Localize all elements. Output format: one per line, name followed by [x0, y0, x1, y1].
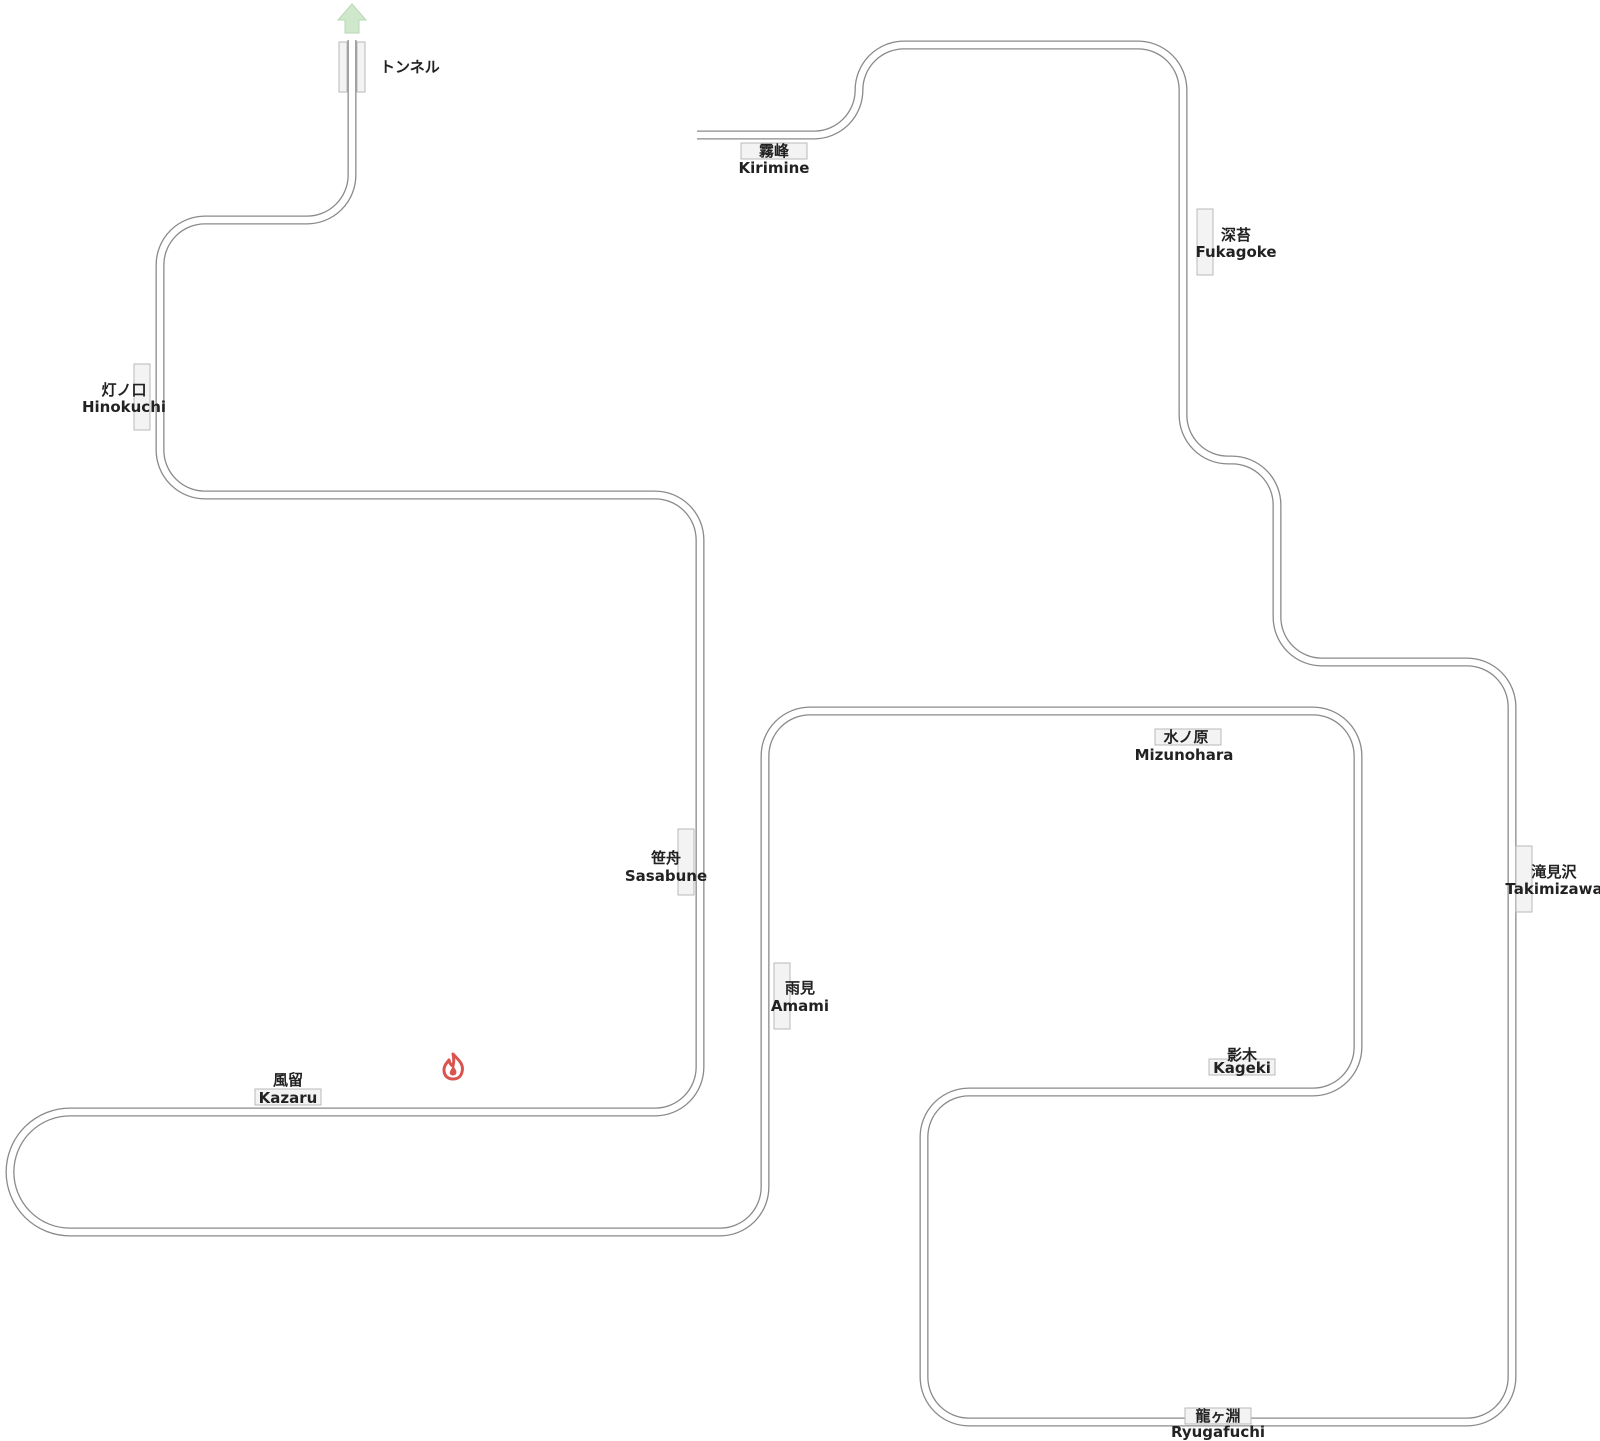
station-name-en: Fukagoke: [1195, 243, 1276, 261]
fire-icon: [442, 1052, 464, 1081]
station-fukagoke[interactable]: 深苔 Fukagoke: [1195, 208, 1277, 276]
station-sasabune[interactable]: 笹舟 Sasabune: [625, 828, 707, 896]
station-ryugafuchi[interactable]: 龍ヶ淵 Ryugafuchi: [1171, 1407, 1265, 1441]
station-name-en: Sasabune: [625, 867, 707, 885]
platform: [1515, 845, 1533, 913]
main-track: [5, 40, 1517, 1427]
station-hinokuchi[interactable]: 灯ノ口 Hinokuchi: [82, 363, 166, 431]
station-name-en: Kirimine: [739, 159, 810, 177]
station-name-jp: 霧峰: [759, 142, 790, 160]
tunnel-portal-left: [338, 41, 348, 93]
platform: [677, 828, 695, 896]
station-name-jp: 風留: [273, 1071, 303, 1089]
station-name-en: Kageki: [1213, 1059, 1271, 1077]
platform: [254, 1088, 322, 1106]
station-name-jp: 水ノ原: [1163, 728, 1208, 746]
station-mizunohara[interactable]: 水ノ原 Mizunohara: [1135, 728, 1234, 764]
tunnel: トンネル: [338, 41, 440, 93]
platform: [740, 142, 808, 160]
station-name-jp: 灯ノ口: [101, 381, 146, 399]
station-name-en: Hinokuchi: [82, 398, 166, 416]
station-name-en: Kazaru: [259, 1089, 318, 1107]
platform: [1196, 208, 1214, 276]
station-name-jp: 滝見沢: [1531, 863, 1577, 881]
up-arrow-icon: [336, 3, 368, 34]
platform: [133, 363, 151, 431]
station-name-en: Ryugafuchi: [1171, 1423, 1265, 1441]
station-name-jp: 影木: [1227, 1046, 1258, 1064]
station-kirimine[interactable]: 霧峰 Kirimine: [739, 142, 810, 177]
station-kazaru[interactable]: 風留 Kazaru: [254, 1071, 322, 1107]
platform: [1184, 1407, 1252, 1425]
platform: [773, 962, 791, 1030]
platform: [1154, 728, 1222, 746]
tunnel-portal-right: [356, 41, 366, 93]
station-takimizawa[interactable]: 滝見沢 Takimizawa: [1505, 845, 1600, 913]
station-kageki[interactable]: 影木 Kageki: [1208, 1046, 1276, 1077]
station-name-jp: 雨見: [785, 979, 815, 997]
station-name-jp: 笹舟: [651, 849, 681, 867]
station-name-jp: 龍ヶ淵: [1195, 1407, 1240, 1425]
station-amami[interactable]: 雨見 Amami: [771, 962, 829, 1030]
station-name-jp: 深苔: [1221, 226, 1251, 244]
tunnel-label: トンネル: [380, 58, 440, 76]
station-name-en: Mizunohara: [1135, 746, 1234, 764]
station-name-en: Amami: [771, 997, 829, 1015]
station-name-en: Takimizawa: [1505, 880, 1600, 898]
platform: [1208, 1058, 1276, 1076]
